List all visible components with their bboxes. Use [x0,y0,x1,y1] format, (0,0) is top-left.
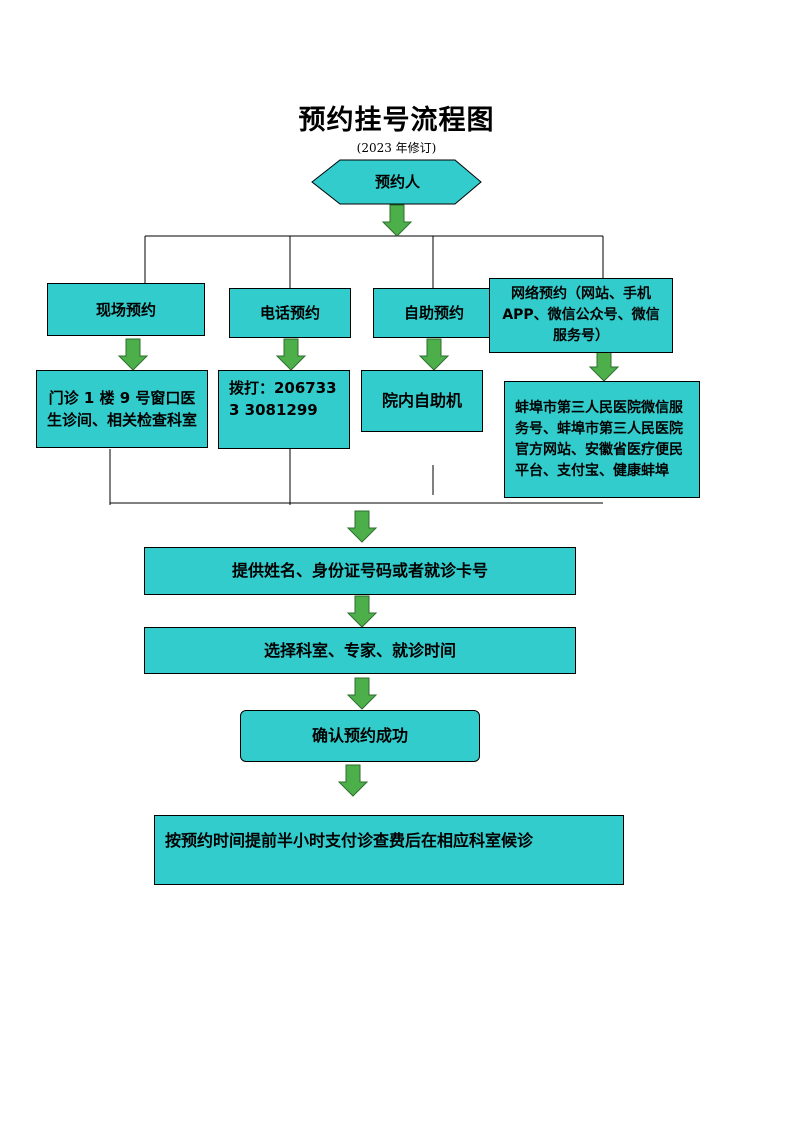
detail-phone: 拨打：2067333 3081299 [218,370,350,449]
step-choose: 选择科室、专家、就诊时间 [144,627,576,674]
arrow-step1-down [346,595,378,628]
step-provide-info: 提供姓名、身份证号码或者就诊卡号 [144,547,576,595]
detail-self-service: 院内自助机 [361,370,483,432]
step-confirm: 确认预约成功 [240,710,480,762]
channel-online: 网络预约（网站、手机 APP、微信公众号、微信服务号） [489,278,673,353]
channel-self-service: 自助预约 [373,288,495,338]
arrow-ch1-down [117,338,149,371]
start-node-shape [311,159,482,205]
detail-online: 蚌埠市第三人民医院微信服务号、蚌埠市第三人民医院官方网站、安徽省医疗便民平台、支… [504,381,700,498]
step-final: 按预约时间提前半小时支付诊查费后在相应科室候诊 [154,815,624,885]
arrow-ch4-down [588,349,620,382]
detail-onsite: 门诊 1 楼 9 号窗口医生诊间、相关检查科室 [36,370,208,448]
arrow-start-down [381,204,413,237]
start-node-label: 预约人 [374,173,420,191]
arrow-step2-down [346,677,378,710]
start-node: 预约人 [340,160,455,204]
arrow-ch2-down [275,338,307,371]
channel-phone: 电话预约 [229,288,351,338]
arrow-ch3-down [418,338,450,371]
page-title: 预约挂号流程图 [298,105,495,136]
revision-note: (2023 年修订) [356,141,437,155]
arrow-merge-down [346,510,378,543]
channel-onsite: 现场预约 [47,283,205,336]
arrow-step3-down [337,764,369,797]
